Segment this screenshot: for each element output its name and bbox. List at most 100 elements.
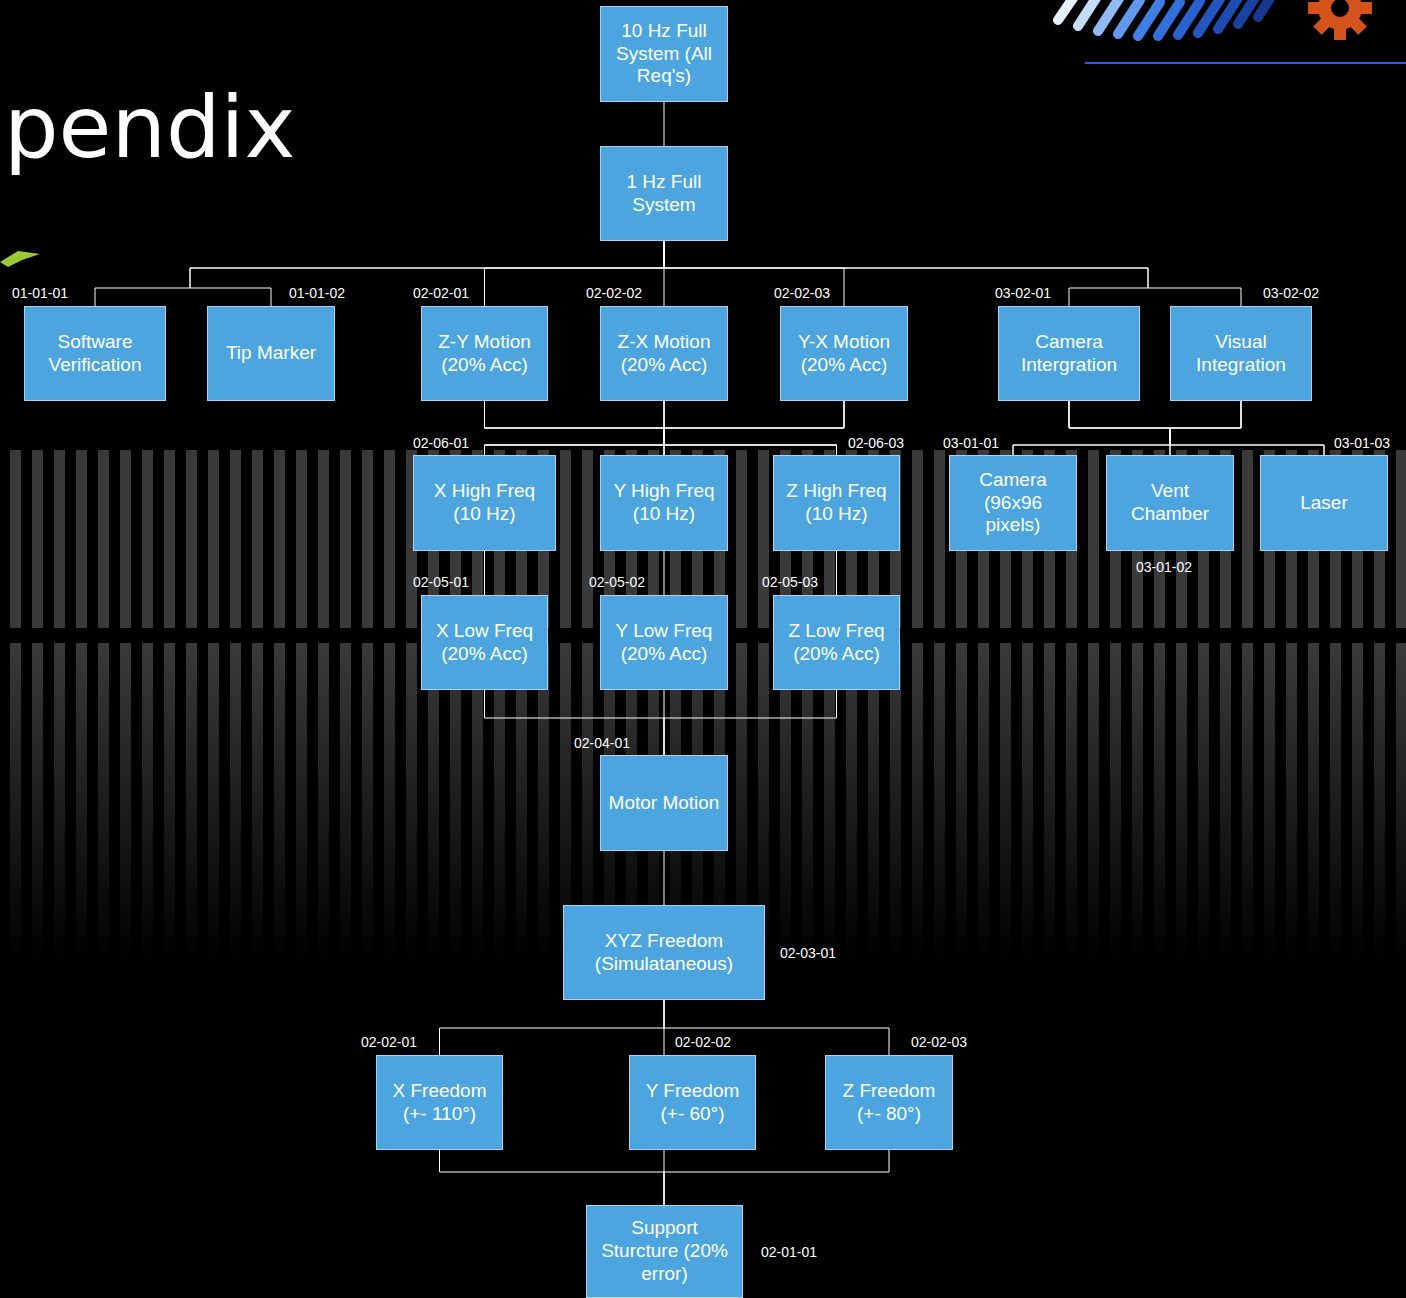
- tree-connector: [664, 241, 1148, 306]
- logo-stripe: [1058, 0, 1080, 20]
- tree-connector: [664, 551, 665, 595]
- box-text: Motor Motion: [609, 792, 720, 815]
- code-label: 01-01-02: [289, 285, 345, 301]
- box-text: Software Verification: [30, 331, 160, 377]
- tree-connector: [664, 690, 837, 755]
- box-text: Z-Y Motion (20% Acc): [427, 331, 542, 377]
- box-text: Z-X Motion (20% Acc): [606, 331, 722, 377]
- logo-stripe: [1078, 0, 1100, 26]
- tree-connector: [440, 1000, 665, 1055]
- requirement-box: Z-X Motion (20% Acc): [600, 306, 728, 401]
- requirement-box: Vent Chamber: [1106, 455, 1234, 551]
- code-label: 02-01-01: [761, 1244, 817, 1260]
- code-label: 02-02-02: [586, 285, 642, 301]
- gear-tooth: [1313, 16, 1331, 34]
- box-text: X Freedom (+- 110°): [382, 1080, 497, 1126]
- box-text: Visual Integration: [1176, 331, 1306, 377]
- tree-connector: [485, 241, 665, 306]
- tree-connector: [664, 241, 1241, 306]
- box-text: Support Sturcture (20% error): [592, 1217, 737, 1285]
- box-text: X Low Freq (20% Acc): [427, 620, 542, 666]
- tree-connector: [664, 241, 844, 306]
- box-text: Z High Freq (10 Hz): [779, 480, 894, 526]
- requirement-box: X Low Freq (20% Acc): [421, 595, 548, 690]
- box-text: Vent Chamber: [1112, 480, 1228, 526]
- tree-connector: [485, 690, 665, 755]
- box-text: X High Freq (10 Hz): [419, 480, 550, 526]
- box-text: 10 Hz Full System (All Req's): [606, 20, 722, 88]
- requirement-box: Y Freedom (+- 60°): [629, 1055, 756, 1150]
- code-label: 02-02-02: [675, 1034, 731, 1050]
- tree-connector: [1069, 401, 1324, 455]
- box-text: Z Freedom (+- 80°): [831, 1080, 947, 1126]
- code-label: 02-02-01: [361, 1034, 417, 1050]
- header-rule: [1085, 62, 1406, 64]
- code-label: 02-02-03: [774, 285, 830, 301]
- box-text: Y Low Freq (20% Acc): [606, 620, 722, 666]
- tree-connector: [190, 241, 664, 306]
- code-label: 02-06-03: [848, 435, 904, 451]
- box-text: Camera Intergration: [1004, 331, 1134, 377]
- tree-connector: [664, 102, 665, 146]
- requirement-box: Software Verification: [24, 306, 166, 401]
- code-label: 03-01-01: [943, 435, 999, 451]
- requirement-box: Z High Freq (10 Hz): [773, 455, 900, 551]
- box-text: Tip Marker: [226, 342, 316, 365]
- box-text: Laser: [1300, 492, 1348, 515]
- tree-connector: [664, 1000, 889, 1055]
- requirement-box: X High Freq (10 Hz): [413, 455, 556, 551]
- code-label: 03-01-02: [1136, 559, 1192, 575]
- code-label: 02-06-01: [413, 435, 469, 451]
- logo-stripe: [1098, 0, 1120, 31]
- code-label: 03-02-02: [1263, 285, 1319, 301]
- requirement-box: Motor Motion: [600, 755, 728, 851]
- box-text: 1 Hz Full System: [606, 171, 722, 217]
- requirement-box: 10 Hz Full System (All Req's): [600, 6, 728, 102]
- requirement-box: Support Sturcture (20% error): [586, 1205, 743, 1298]
- box-text: Y-X Motion (20% Acc): [786, 331, 902, 377]
- gear-hole: [1331, 0, 1349, 17]
- accent-streak: [0, 251, 40, 267]
- gear-tooth: [1308, 2, 1322, 14]
- tree-connector: [1170, 401, 1324, 455]
- requirement-box: XYZ Freedom (Simulataneous): [563, 905, 765, 1000]
- box-text: Y High Freq (10 Hz): [606, 480, 722, 526]
- code-label: 02-05-01: [413, 574, 469, 590]
- requirement-box: Y High Freq (10 Hz): [600, 455, 728, 551]
- gear-tooth: [1334, 26, 1346, 40]
- logo-stripe: [1258, 0, 1280, 17]
- requirement-box: Camera (96x96 pixels): [949, 455, 1077, 551]
- code-label: 03-02-01: [995, 285, 1051, 301]
- tree-connector: [485, 401, 845, 455]
- requirement-box: Camera Intergration: [998, 306, 1140, 401]
- requirement-box: Y-X Motion (20% Acc): [780, 306, 908, 401]
- requirement-box: Laser: [1260, 455, 1388, 551]
- tree-connector: [664, 1150, 889, 1205]
- requirement-box: Z Low Freq (20% Acc): [773, 595, 900, 690]
- gear-tooth: [1358, 2, 1372, 14]
- code-label: 01-01-01: [12, 285, 68, 301]
- logo-stripes: [1058, 0, 1280, 36]
- tree-connector: [484, 551, 485, 595]
- tree-connector: [664, 851, 665, 905]
- code-label: 02-02-01: [413, 285, 469, 301]
- requirement-box: Y Low Freq (20% Acc): [600, 595, 728, 690]
- box-text: Camera (96x96 pixels): [955, 469, 1071, 537]
- requirement-box: 1 Hz Full System: [600, 146, 728, 241]
- box-text: XYZ Freedom (Simulataneous): [569, 930, 759, 976]
- logo-gear: [1308, 0, 1372, 40]
- tree-connector: [664, 401, 844, 455]
- requirement-box: Z Freedom (+- 80°): [825, 1055, 953, 1150]
- box-text: Y Freedom (+- 60°): [635, 1080, 750, 1126]
- code-label: 02-02-03: [911, 1034, 967, 1050]
- requirement-box: X Freedom (+- 110°): [376, 1055, 503, 1150]
- slide-title: pendix: [4, 84, 295, 170]
- tree-connector: [485, 401, 665, 455]
- gear-tooth: [1348, 16, 1366, 34]
- tree-connector: [440, 1150, 665, 1205]
- code-label: 02-04-01: [574, 735, 630, 751]
- box-text: Z Low Freq (20% Acc): [779, 620, 894, 666]
- requirement-box: Z-Y Motion (20% Acc): [421, 306, 548, 401]
- tree-connector: [95, 241, 664, 306]
- requirement-box: Tip Marker: [207, 306, 335, 401]
